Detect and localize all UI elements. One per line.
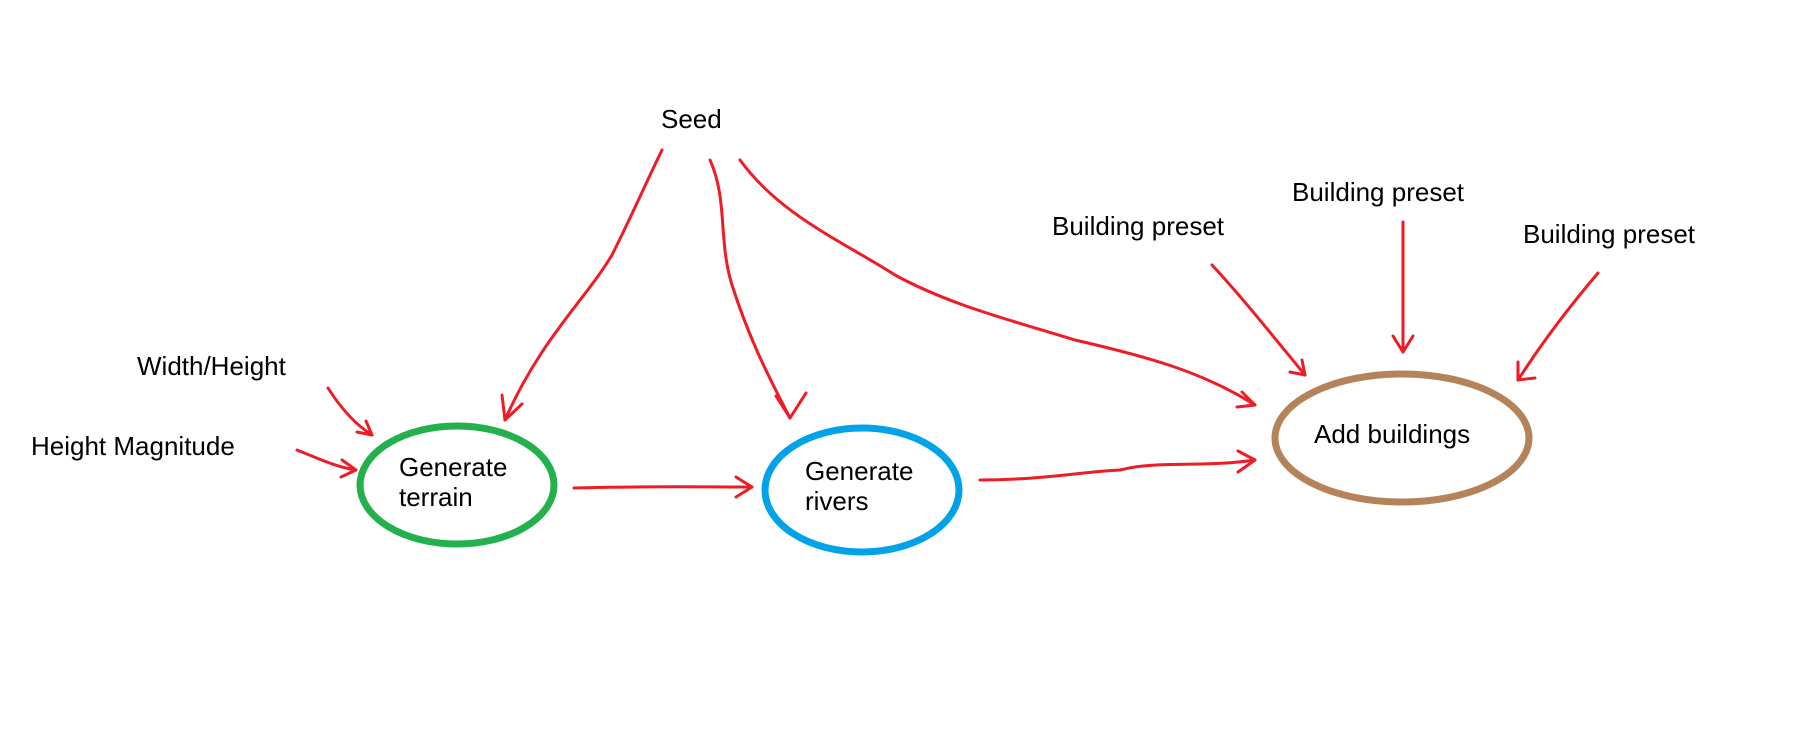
rivers-node-label-line2: rivers (805, 485, 869, 516)
rivers-node-ellipse (761, 424, 963, 556)
arrowhead-height-magnitude-to-terrain (339, 458, 358, 479)
arrowhead-preset1-to-buildings (1288, 358, 1307, 377)
arrow-preset3-to-buildings (1516, 271, 1600, 382)
arrow-preset1-to-buildings (1210, 263, 1307, 377)
building-preset-label-1: Building preset (1052, 211, 1224, 241)
building-preset-label-2: Building preset (1292, 177, 1464, 207)
arrow-seed-to-rivers (708, 158, 792, 420)
width-height-label: Width/Height (137, 351, 286, 381)
buildings-node-label: Add buildings (1314, 419, 1471, 449)
arrowhead-terrain-to-rivers (734, 475, 754, 499)
seed-label: Seed (661, 104, 722, 134)
arrowhead-preset3-to-buildings (1516, 360, 1537, 382)
building-preset-label-3: Building preset (1523, 219, 1695, 249)
arrow-height-magnitude-to-terrain (295, 448, 358, 472)
terrain-node-ellipse (356, 422, 558, 548)
arrowhead-rivers-to-buildings (1236, 449, 1257, 474)
terrain-node-label-line1: Generate (399, 452, 508, 482)
rivers-node-label: Generate rivers (805, 456, 914, 517)
arrow-width-height-to-terrain (326, 386, 374, 437)
arrow-seed-to-buildings (738, 158, 1257, 407)
arrowhead-width-height-to-terrain (355, 419, 374, 437)
terrain-node-label-line2: terrain (399, 481, 473, 512)
arrow-seed-to-terrain (503, 148, 664, 422)
arrow-terrain-to-rivers (572, 485, 754, 490)
arrowhead-preset2-to-buildings (1391, 334, 1415, 354)
arrowhead-seed-to-rivers (774, 391, 808, 420)
arrowhead-seed-to-buildings (1235, 390, 1257, 409)
height-magnitude-label: Height Magnitude (31, 431, 235, 461)
arrow-rivers-to-buildings (978, 458, 1257, 482)
arrowhead-seed-to-terrain (500, 393, 524, 422)
terrain-node-label: Generate terrain (399, 452, 508, 513)
rivers-node-label-line1: Generate (805, 456, 914, 486)
buildings-node-ellipse (1271, 370, 1533, 506)
